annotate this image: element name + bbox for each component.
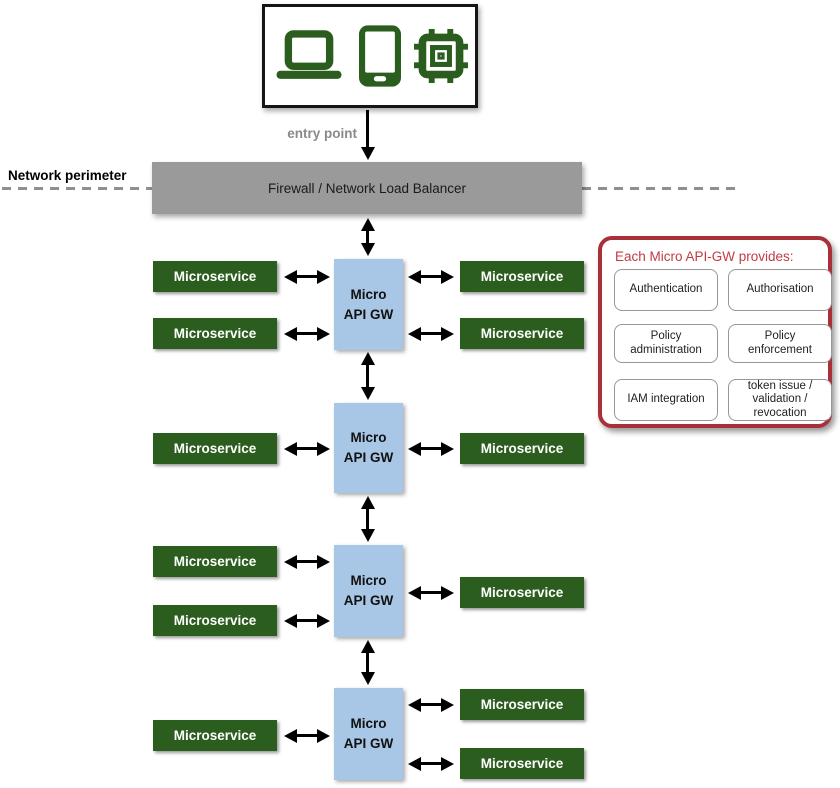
entry-arrow-down xyxy=(366,110,369,148)
microservice-node: Microservice xyxy=(153,546,277,577)
arrow-firewall-gw1 xyxy=(366,230,369,244)
microservice-node: Microservice xyxy=(460,748,584,779)
perimeter-dashed-line-left xyxy=(2,187,152,190)
legend-title: Each Micro API-GW provides: xyxy=(615,249,794,264)
micro-api-gw-4: Micro API GW xyxy=(334,688,403,780)
legend-item-policy-administration: Policy administration xyxy=(614,324,718,363)
arrow-gw3-gw4 xyxy=(366,652,369,673)
microservice-node: Microservice xyxy=(460,318,584,349)
microservice-node: Microservice xyxy=(460,689,584,720)
arrow-ms-gw xyxy=(296,560,318,563)
microservice-node: Microservice xyxy=(153,433,277,464)
laptop-icon xyxy=(272,28,346,84)
legend-item-token-issue: token issue / validation / revocation xyxy=(728,379,832,421)
micro-api-gw-1: Micro API GW xyxy=(334,259,403,350)
network-perimeter-label: Network perimeter xyxy=(8,168,127,183)
legend-item-authorisation: Authorisation xyxy=(728,269,832,311)
entry-devices-box xyxy=(262,4,478,108)
legend-item-policy-enforcement: Policy enforcement xyxy=(728,324,832,363)
chip-icon xyxy=(414,29,468,83)
microservice-node: Microservice xyxy=(460,433,584,464)
legend-item-authentication: Authentication xyxy=(614,269,718,311)
microservice-node: Microservice xyxy=(153,318,277,349)
arrow-ms-gw xyxy=(296,275,318,278)
entry-point-label: entry point xyxy=(287,126,357,141)
arrow-gw-ms xyxy=(420,703,442,706)
microservice-node: Microservice xyxy=(460,261,584,292)
firewall-label: Firewall / Network Load Balancer xyxy=(267,180,467,196)
smartphone-icon xyxy=(359,25,401,87)
arrow-ms-gw xyxy=(296,619,318,622)
arrow-gw-ms xyxy=(420,275,442,278)
legend-panel: Each Micro API-GW provides: Authenticati… xyxy=(598,236,832,428)
micro-api-gw-2: Micro API GW xyxy=(334,403,403,493)
firewall-node: Firewall / Network Load Balancer xyxy=(152,162,582,214)
microservice-node: Microservice xyxy=(153,720,277,751)
arrow-gw-ms xyxy=(420,591,442,594)
microservice-node: Microservice xyxy=(153,605,277,636)
arrow-gw-ms xyxy=(420,762,442,765)
arrow-gw-ms xyxy=(420,447,442,450)
arrow-gw-ms xyxy=(420,332,442,335)
arrow-ms-gw xyxy=(296,332,318,335)
microservice-node: Microservice xyxy=(460,577,584,608)
micro-api-gw-3: Micro API GW xyxy=(334,545,403,637)
legend-item-iam-integration: IAM integration xyxy=(614,379,718,421)
perimeter-dashed-line-right xyxy=(582,187,736,190)
arrow-ms-gw xyxy=(296,447,318,450)
arrow-ms-gw xyxy=(296,734,318,737)
microservice-node: Microservice xyxy=(153,261,277,292)
arrow-gw2-gw3 xyxy=(366,508,369,530)
arrow-gw1-gw2 xyxy=(366,364,369,388)
